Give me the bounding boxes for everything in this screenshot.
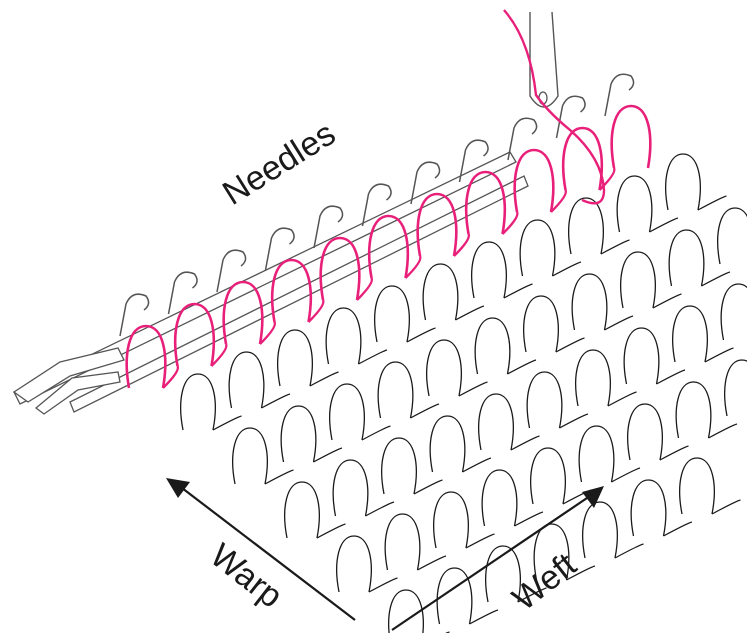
stitch-leg bbox=[653, 294, 682, 308]
weft-label: Weft bbox=[506, 545, 584, 618]
stitch-loop bbox=[673, 306, 708, 362]
stitch-loop bbox=[524, 296, 559, 352]
stitch-leg bbox=[411, 404, 440, 418]
stitch-loop bbox=[337, 536, 372, 592]
stitch-loop bbox=[285, 482, 320, 538]
stitch-loop bbox=[330, 384, 365, 440]
stitch-loop bbox=[666, 154, 701, 210]
stitch-loop bbox=[229, 352, 264, 408]
stitch-leg bbox=[504, 284, 533, 298]
stitch-leg bbox=[414, 480, 443, 494]
stitch-loop bbox=[427, 340, 462, 396]
stitch-leg bbox=[650, 218, 679, 232]
stitch-loop bbox=[423, 264, 458, 320]
stitch-leg bbox=[601, 240, 630, 254]
stitch-loop bbox=[278, 330, 313, 386]
stitch-loop bbox=[527, 372, 562, 428]
arrow-up-right-icon bbox=[392, 486, 604, 630]
stitch-leg bbox=[418, 556, 447, 570]
stitch-loop bbox=[676, 382, 711, 438]
stitch-loop bbox=[631, 480, 666, 536]
stitch-leg bbox=[605, 316, 634, 330]
stitch-loop bbox=[475, 318, 510, 374]
sewing-needle-icon bbox=[504, 10, 604, 203]
new-loop bbox=[563, 128, 602, 190]
new-loop bbox=[612, 106, 651, 168]
stitch-loop bbox=[572, 274, 607, 330]
stitch-loop bbox=[576, 350, 611, 406]
stitch-loop bbox=[333, 460, 368, 516]
stitch-loop bbox=[430, 416, 465, 472]
stitch-loop bbox=[579, 426, 614, 482]
stitch-loop bbox=[378, 362, 413, 418]
stitch-loop bbox=[569, 198, 604, 254]
stitch-leg bbox=[553, 262, 582, 276]
stitch-leg bbox=[508, 360, 537, 374]
stitch-loop bbox=[721, 284, 747, 340]
stitch-loop bbox=[181, 374, 216, 430]
stitch-leg bbox=[709, 424, 738, 438]
stitch-loop bbox=[669, 230, 704, 286]
stitch-loop bbox=[531, 448, 566, 504]
stitch-loop bbox=[434, 492, 469, 548]
stitch-loop bbox=[680, 458, 715, 514]
stitch-leg bbox=[456, 306, 485, 320]
stitch-loop bbox=[482, 470, 517, 526]
stitch-leg bbox=[366, 502, 395, 516]
stitch-loop bbox=[375, 286, 410, 342]
stitch-loop bbox=[479, 394, 514, 450]
stitch-leg bbox=[660, 446, 689, 460]
stitch-leg bbox=[362, 426, 391, 440]
stitch-leg bbox=[612, 468, 641, 482]
stitch-leg bbox=[608, 392, 637, 406]
stitch-loop bbox=[617, 176, 652, 232]
stitch-loop bbox=[382, 438, 417, 494]
stitch-leg bbox=[515, 512, 544, 526]
stitch-leg bbox=[463, 458, 492, 472]
stitch-leg bbox=[459, 382, 488, 396]
stitch-loop bbox=[725, 360, 747, 416]
stitch-leg bbox=[702, 272, 731, 286]
stitch-loop bbox=[520, 220, 555, 276]
stitch-loop bbox=[472, 242, 507, 298]
stitch-loop bbox=[233, 428, 268, 484]
stitch-loop bbox=[624, 328, 659, 384]
warp-label: Warp bbox=[203, 536, 289, 615]
stitch-leg bbox=[265, 470, 294, 484]
stitch-loop bbox=[583, 502, 618, 558]
stitch-loop bbox=[385, 514, 420, 570]
stitch-loop bbox=[718, 208, 747, 264]
stitch-leg bbox=[310, 372, 339, 386]
stitch-leg bbox=[698, 196, 727, 210]
stitch-leg bbox=[615, 544, 644, 558]
stitch-loop bbox=[628, 404, 663, 460]
needles-label: Needles bbox=[216, 114, 342, 212]
stitch-leg bbox=[317, 524, 346, 538]
stitch-leg bbox=[470, 610, 499, 624]
needle-hook bbox=[605, 74, 634, 116]
existing-stitches bbox=[181, 154, 747, 633]
stitch-leg bbox=[511, 436, 540, 450]
stitch-leg bbox=[712, 500, 741, 514]
stitch-leg bbox=[705, 348, 734, 362]
stitch-leg bbox=[560, 414, 589, 428]
stitch-leg bbox=[466, 534, 495, 548]
stitch-leg bbox=[314, 448, 343, 462]
stitch-loop bbox=[326, 308, 361, 364]
stitch-leg bbox=[407, 328, 436, 342]
stitch-leg bbox=[359, 350, 388, 364]
stitch-leg bbox=[556, 338, 585, 352]
stitch-leg bbox=[664, 522, 693, 536]
stitch-loop bbox=[281, 406, 316, 462]
stitch-leg bbox=[213, 416, 242, 430]
stitch-leg bbox=[262, 394, 291, 408]
stitch-leg bbox=[657, 370, 686, 384]
stitch-leg bbox=[369, 578, 398, 592]
needle-hook bbox=[508, 118, 537, 160]
stitch-loop bbox=[621, 252, 656, 308]
